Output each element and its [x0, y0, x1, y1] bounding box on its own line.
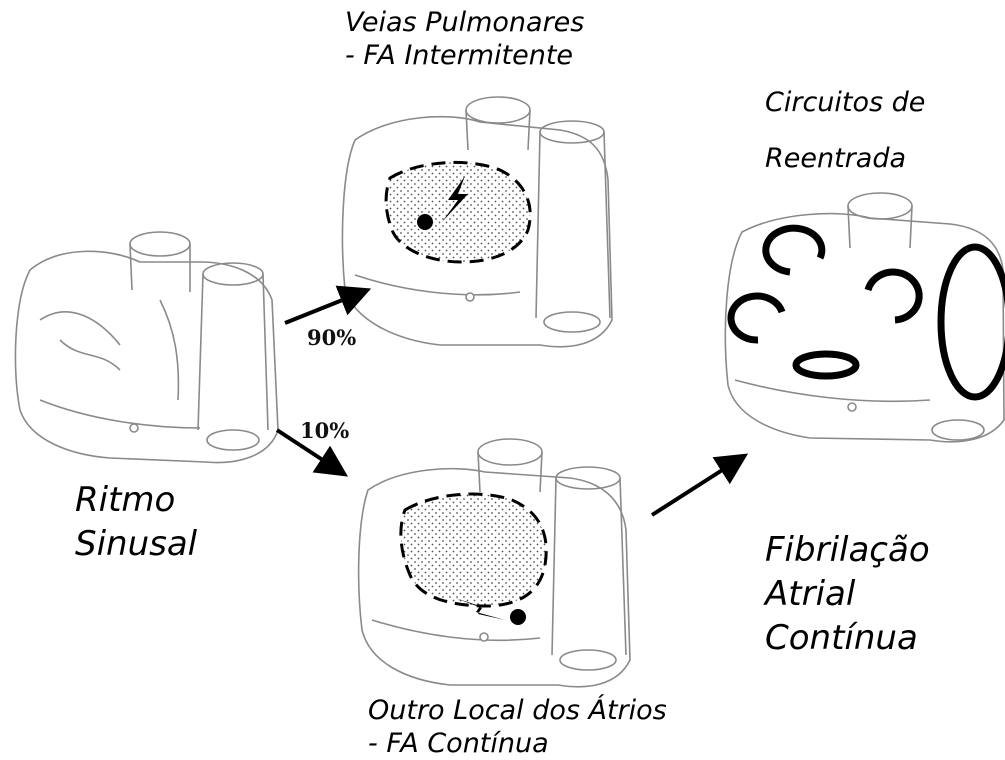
arrow-to-pulmonary-veins [285, 293, 360, 323]
ectopic-focus-dot-2 [510, 609, 526, 625]
percentage-90: 90% [307, 325, 356, 350]
other-site-label: Outro Local dos Átrios - FA Contínua [368, 694, 667, 760]
other-site-focus-area [401, 494, 546, 625]
pulmonary-veins-label-line2: - FA Intermitente [345, 39, 584, 72]
reentry-label-line1: Circuitos de [765, 75, 925, 131]
other-site-label-line2: - FA Contínua [368, 727, 667, 760]
reentry-label-line2: Reentrada [765, 131, 925, 187]
pulmonary-veins-label-line1: Veias Pulmonares [345, 6, 584, 39]
reentry-circuit-2 [868, 272, 919, 320]
percentage-10: 10% [300, 418, 349, 443]
heart-sinus-rhythm [15, 232, 278, 463]
other-site-label-line1: Outro Local dos Átrios [368, 694, 667, 727]
arrow-to-fibrillation [652, 460, 738, 515]
sinus-rhythm-label-line2: Sinusal [75, 522, 197, 566]
heart-atrial-fibrillation [725, 193, 1004, 442]
pulmonary-vein-focus-area [386, 162, 530, 262]
atrial-fibrillation-label-line3: Contínua [765, 616, 930, 660]
reentry-circuit-3 [731, 296, 782, 340]
atrial-fibrillation-label: Fibrilação Atrial Contínua [765, 528, 930, 660]
reentry-circuit-4 [796, 354, 856, 376]
atrial-fibrillation-label-line1: Fibrilação [765, 528, 930, 572]
reentry-label: Circuitos de Reentrada [765, 75, 925, 187]
sinus-rhythm-label-line1: Ritmo [75, 478, 197, 522]
pulmonary-veins-label: Veias Pulmonares - FA Intermitente [345, 6, 584, 72]
reentry-circuits [731, 228, 1005, 397]
reentry-circuit-5 [941, 247, 1005, 397]
atrial-fibrillation-label-line2: Atrial [765, 572, 930, 616]
reentry-circuit-1 [766, 228, 822, 272]
ectopic-focus-dot [417, 214, 433, 230]
sinus-rhythm-label: Ritmo Sinusal [75, 478, 197, 566]
